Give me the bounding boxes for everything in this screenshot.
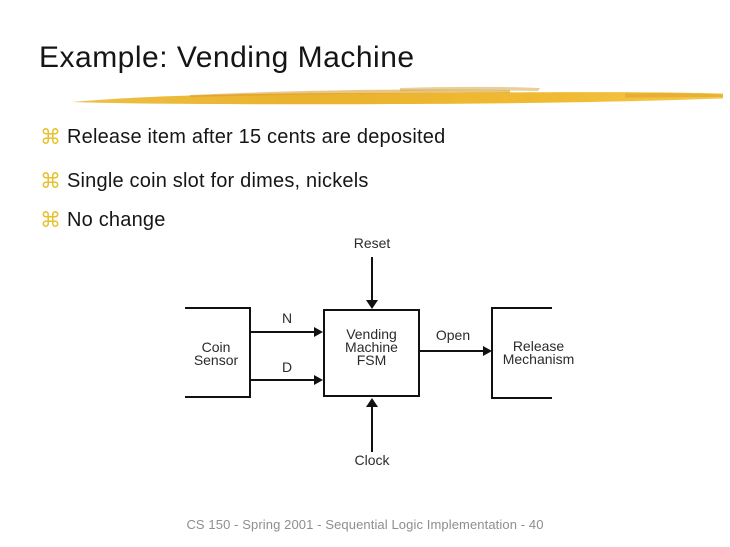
slide-title: Example: Vending Machine [39,41,415,74]
open-arrowhead-icon [483,346,492,356]
fsm-box [323,309,420,397]
clock-arrowhead-icon [366,398,378,407]
command-bullet-icon: ⌘ [40,125,61,149]
coin-sensor-box-right-edge [249,307,251,398]
bullet-text: No change [67,209,166,231]
command-bullet-icon: ⌘ [40,208,61,232]
release-box-bottom-edge [491,397,552,399]
bullet-item: ⌘ Single coin slot for dimes, nickels [40,170,369,193]
nickel-signal-label: N [281,310,293,326]
open-signal-label: Open [435,327,471,343]
coin-sensor-box-label: Coin Sensor [193,339,239,368]
bullet-item: ⌘ No change [40,209,166,232]
coin-sensor-box-bottom-edge [185,396,251,398]
clock-signal-label: Clock [354,452,390,468]
n-arrowhead-icon [314,327,323,337]
brush-stroke-decoration [72,86,723,105]
open-arrow-line [420,350,483,352]
dime-signal-label: D [281,359,293,375]
release-box-top-edge [491,307,552,309]
d-arrow-line [251,379,315,381]
reset-signal-label: Reset [353,235,391,251]
release-mechanism-box-label: Release Mechanism [502,338,575,367]
fsm-box-label: Vending Machine FSM [345,326,398,368]
d-arrowhead-icon [314,375,323,385]
bullet-text: Release item after 15 cents are deposite… [67,126,446,148]
n-arrow-line [251,331,315,333]
coin-sensor-box-top-edge [185,307,251,309]
release-box-left-edge [491,307,493,399]
bullet-item: ⌘ Release item after 15 cents are deposi… [40,126,445,149]
command-bullet-icon: ⌘ [40,169,61,193]
reset-arrow-line [371,257,373,302]
reset-arrowhead-icon [366,300,378,309]
slide-footer: CS 150 - Spring 2001 - Sequential Logic … [186,517,544,532]
bullet-text: Single coin slot for dimes, nickels [67,170,369,192]
clock-arrow-line [371,406,373,452]
